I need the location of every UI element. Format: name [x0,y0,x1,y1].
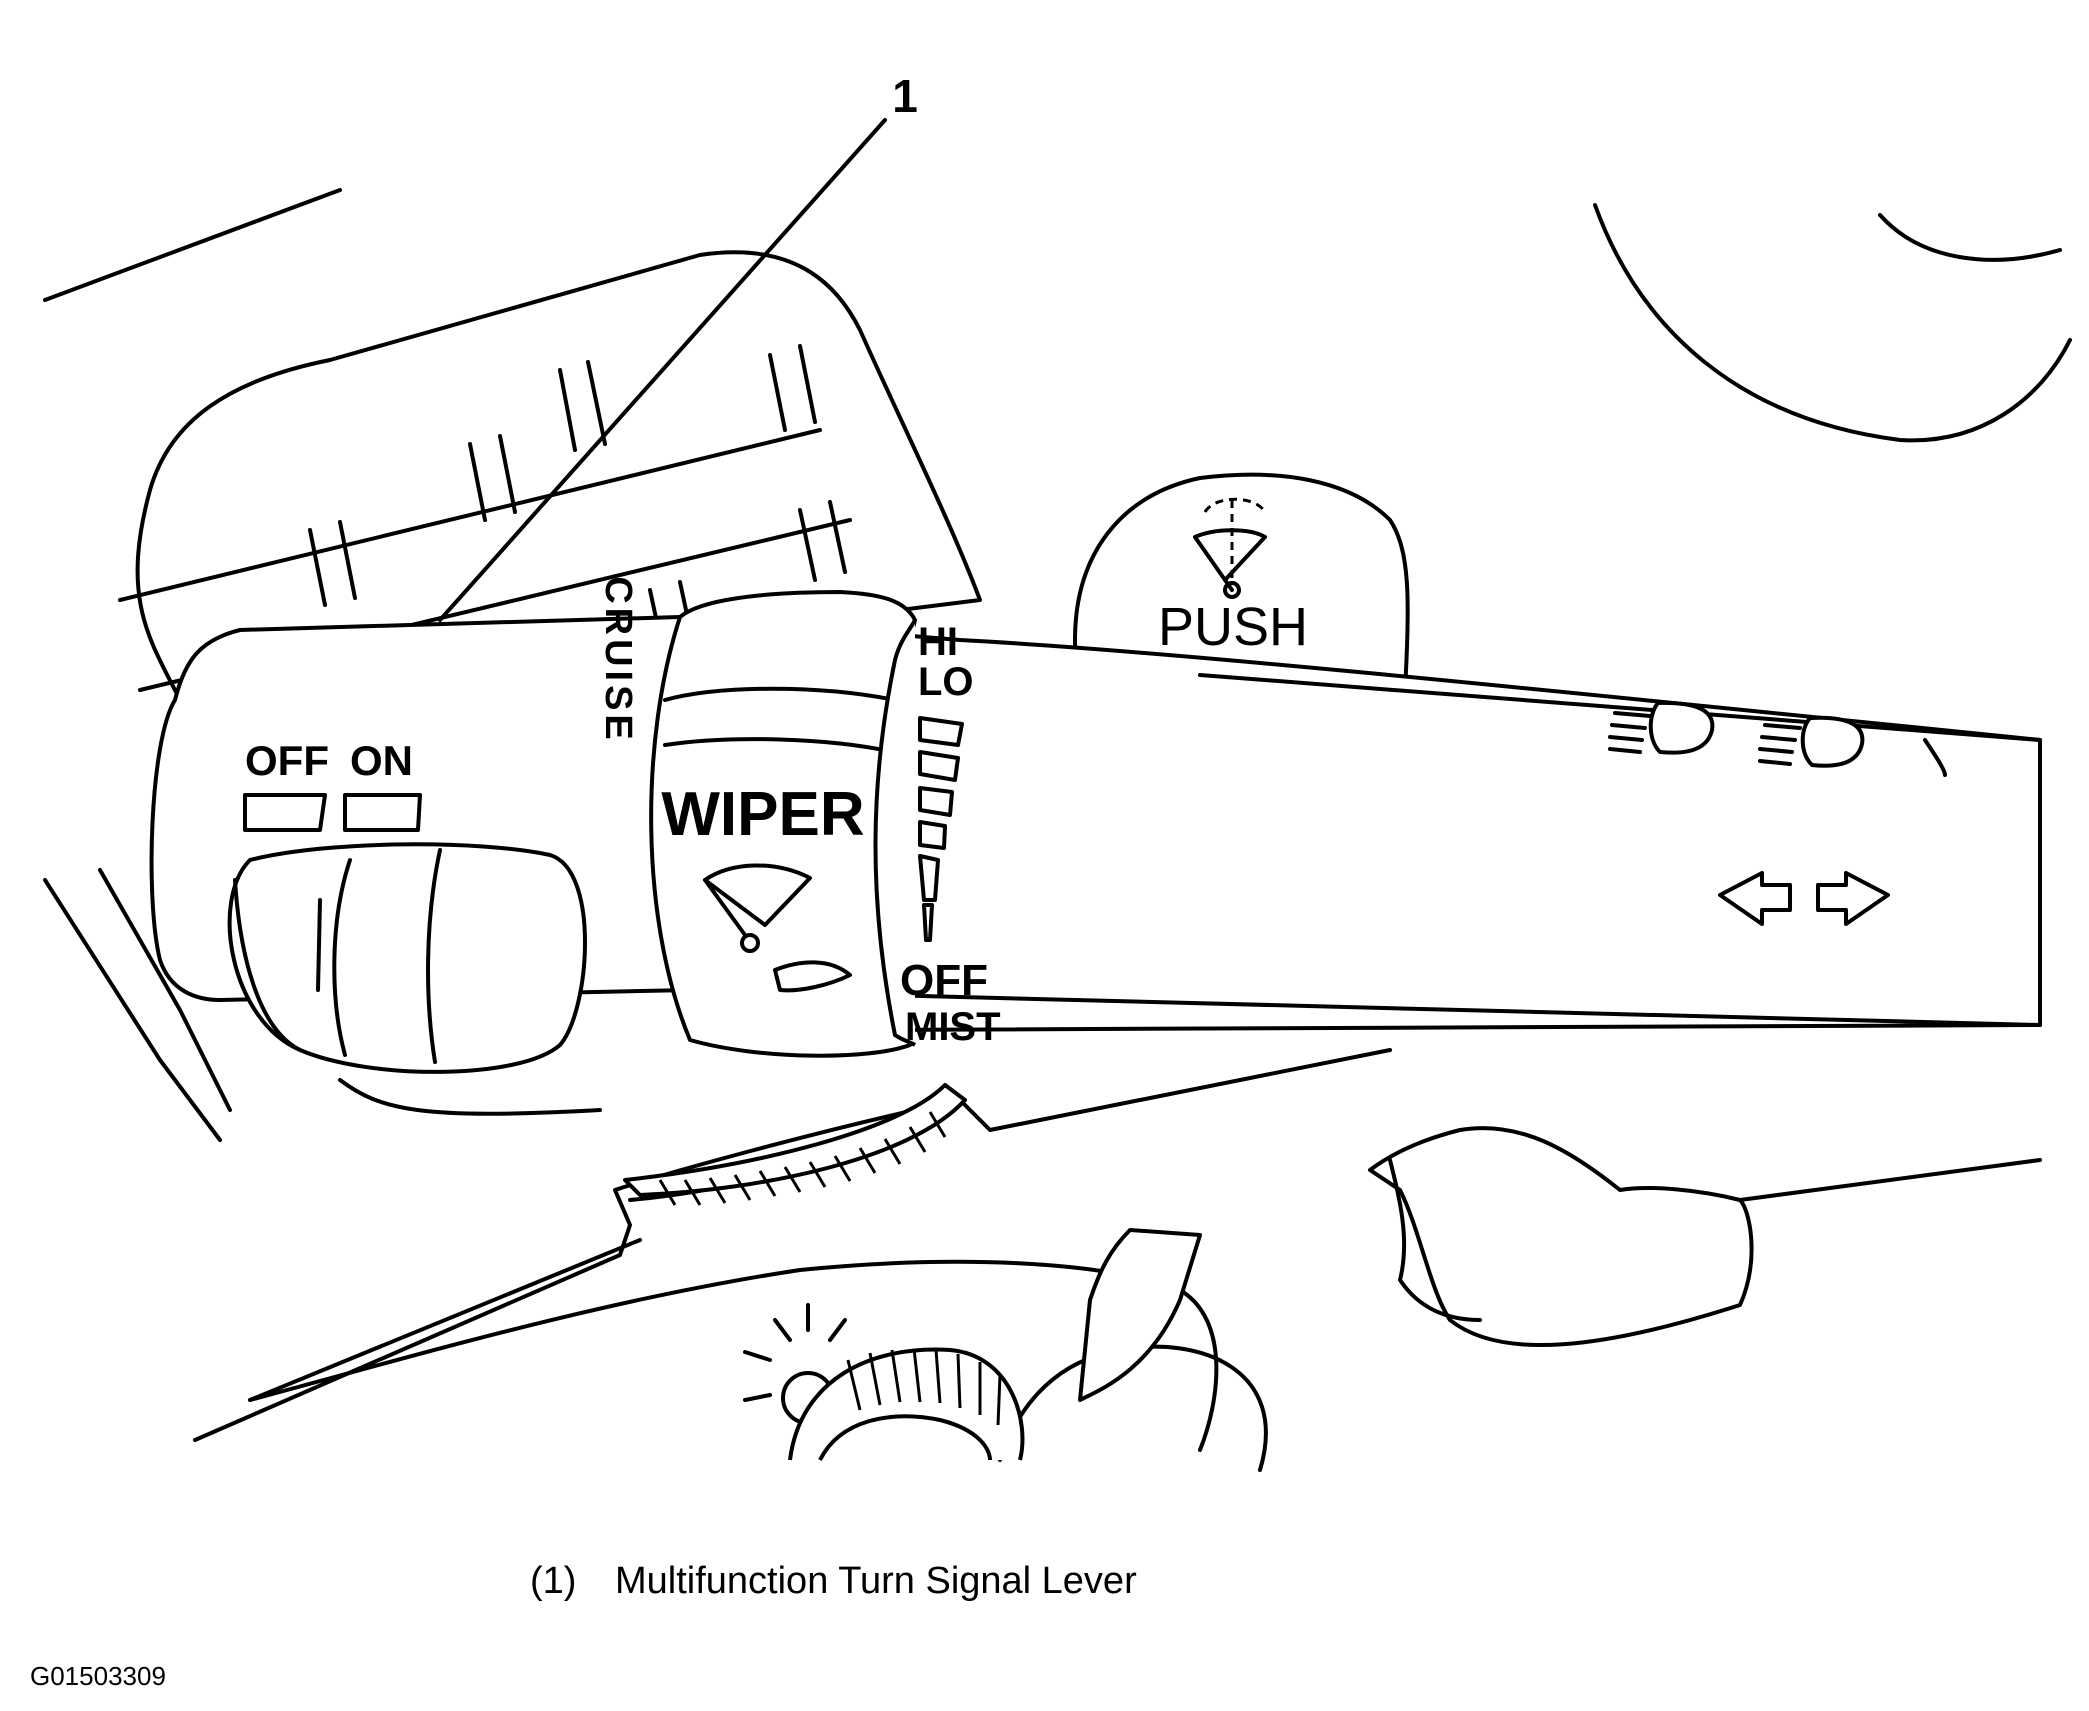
cruise-thumbwheel[interactable] [227,842,587,1074]
figure-id: G01503309 [30,1661,166,1691]
mist-label: MIST [905,1005,1001,1049]
wiper-icon [703,863,812,953]
lo-label: LO [918,660,974,704]
turn-signal-arrows-icon [1718,871,1890,926]
hi-label: HI [918,620,958,664]
caption-number: (1) [530,1560,576,1602]
lower-knob[interactable] [788,1347,1025,1461]
wiper-ring[interactable]: WIPER [649,590,917,1058]
cruise-stalk[interactable] [1078,1126,2042,1402]
headlamp-high-beam-icon [1608,700,1947,777]
dash-background [43,188,2072,1142]
on-label: ON [350,737,413,784]
off-label: OFF [245,737,329,784]
dimmer-wheel-icon[interactable] [623,1083,967,1206]
washer-icon [1193,497,1267,599]
off-button[interactable] [243,793,327,832]
caption-text: Multifunction Turn Signal Lever [615,1560,1137,1602]
cruise-on-off-switch[interactable]: OFF ON [243,737,422,832]
callout-number: 1 [892,70,918,122]
wiper-speed-scale: HI LO OFF MIST [873,619,1001,1049]
cruise-label: CRUISE [597,576,639,744]
wiper-mist-arrow [773,960,852,993]
callout: 1 [438,70,918,622]
caption: (1) Multifunction Turn Signal Lever [530,1560,1137,1602]
push-label: PUSH [1158,597,1308,657]
wiper-off-label: OFF [900,956,988,1005]
washer-push-button[interactable]: PUSH [1073,472,1410,692]
wiper-label: WIPER [661,780,864,849]
on-button[interactable] [343,793,422,832]
